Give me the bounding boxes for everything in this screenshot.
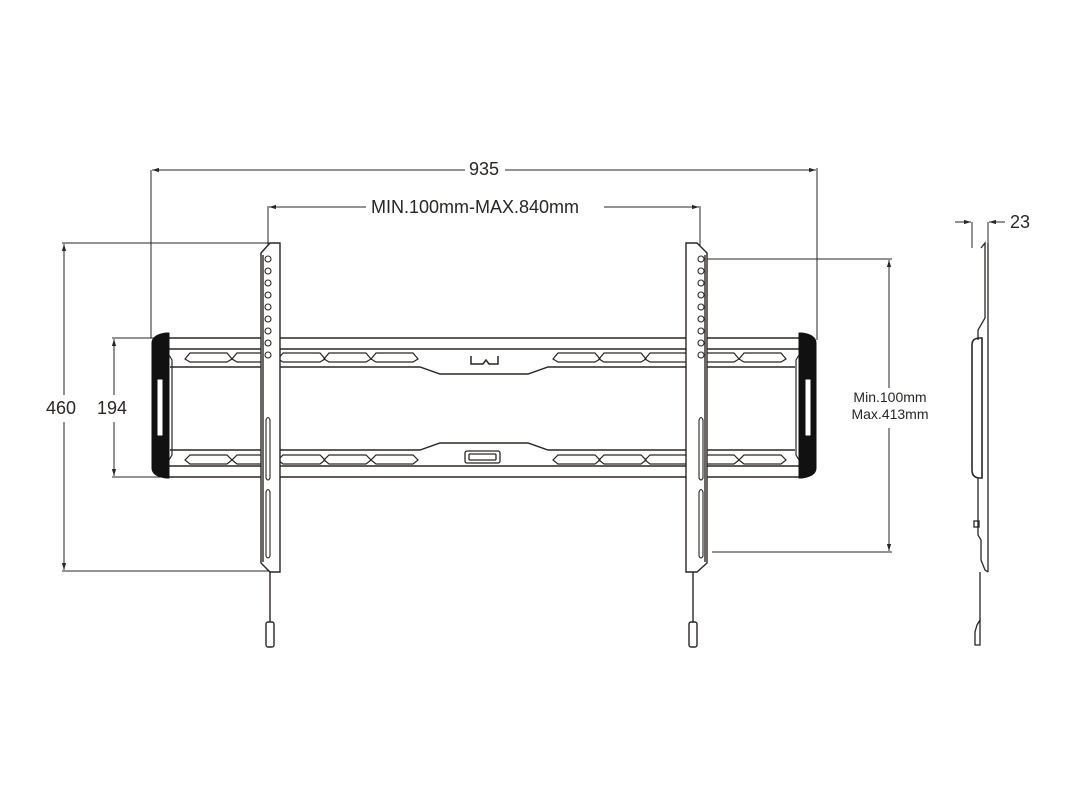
label-vesa-vertical-min: Min.100mm	[853, 389, 927, 405]
label-vesa-horizontal: MIN.100mm-MAX.840mm	[369, 197, 582, 217]
side-view	[971, 241, 989, 646]
label-plate-height: 194	[97, 398, 128, 418]
dimension-overall-height	[61, 242, 280, 572]
label-overall-height: 460	[46, 398, 77, 418]
dimension-overall-width	[150, 167, 818, 340]
dimension-depth	[955, 219, 1005, 248]
brand-logo-icon	[470, 356, 499, 365]
end-cap-left	[151, 332, 173, 479]
label-vesa-vertical: Min.100mm Max.413mm	[845, 389, 935, 423]
label-overall-width: 935	[467, 159, 502, 179]
label-depth: 23	[1010, 212, 1031, 232]
end-cap-right	[795, 332, 817, 479]
bubble-level-icon	[464, 450, 501, 464]
dimension-vesa-vertical	[705, 258, 892, 553]
tv-bracket-right	[685, 242, 708, 648]
tv-bracket-left	[260, 242, 281, 648]
label-vesa-vertical-max: Max.413mm	[851, 406, 929, 422]
